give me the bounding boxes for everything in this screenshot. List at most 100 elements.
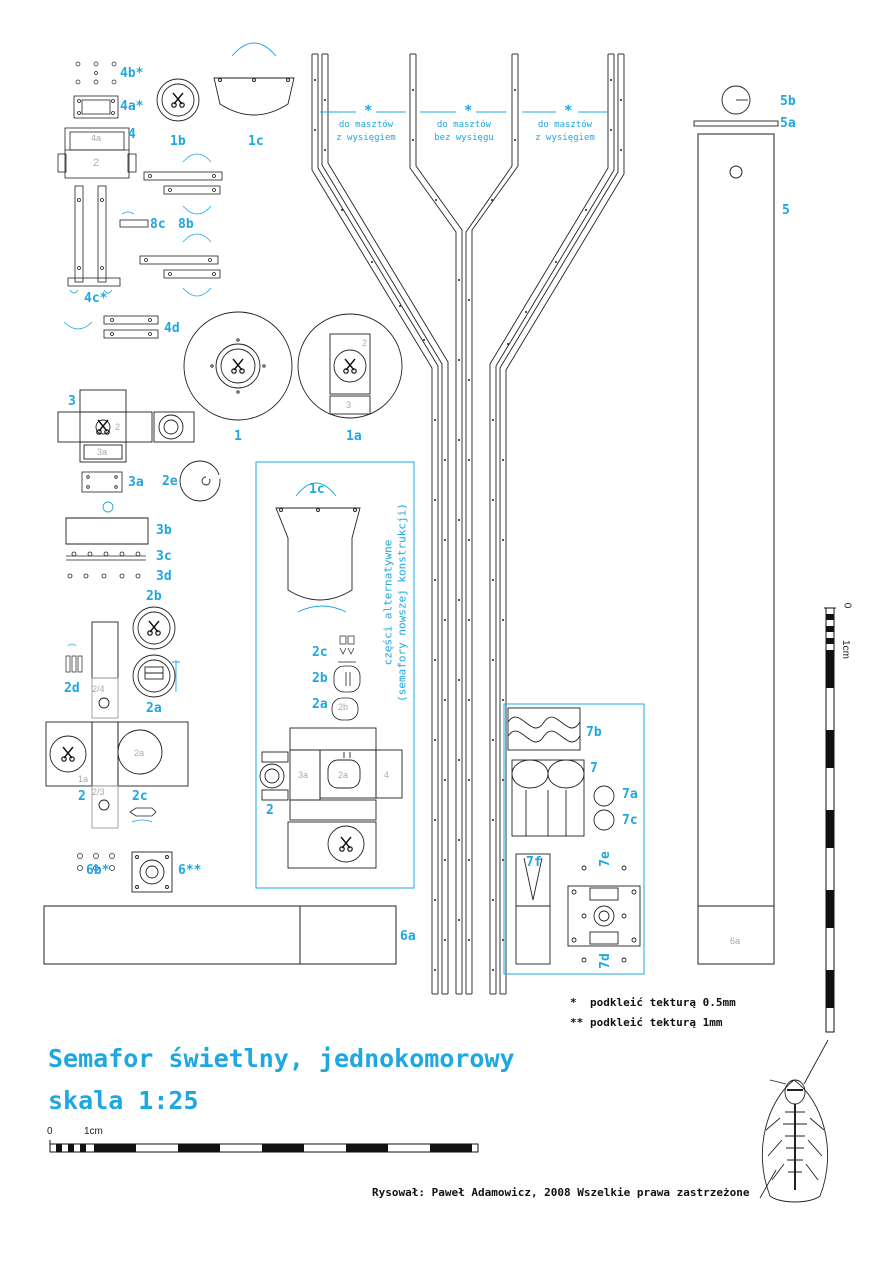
part-8c xyxy=(119,211,149,228)
label-3: 3 xyxy=(68,394,76,409)
mast-note-1-line2: z wysięgiem xyxy=(336,133,396,143)
alt-label-2: 2 xyxy=(266,803,274,818)
inner-1a: 1a xyxy=(78,774,89,784)
alt-parts-note-line2: (semafory nowszej konstrukcji) xyxy=(395,503,409,702)
part-2c xyxy=(129,807,157,823)
label-6a: 6a xyxy=(400,929,416,944)
part-7f xyxy=(515,853,551,965)
label-7f: 7f xyxy=(526,855,542,870)
label-8c: 8c xyxy=(150,217,166,232)
mast-rivets xyxy=(314,79,622,971)
mast-strips xyxy=(311,53,625,995)
part-8b-upper xyxy=(143,153,223,215)
part-7d-7e xyxy=(567,865,641,963)
mast-note-3-star: * xyxy=(564,103,573,119)
label-7e: 7e xyxy=(597,851,613,867)
label-3c: 3c xyxy=(156,549,172,564)
inner-2a: 2a xyxy=(134,748,145,758)
vertical-scale-ruler xyxy=(824,607,836,1033)
inner-1a-3: 3 xyxy=(346,400,352,410)
part-8b-lower xyxy=(139,233,221,297)
label-1a: 1a xyxy=(346,429,362,444)
inner-2-4: 2/4 xyxy=(92,684,105,694)
page-title-line2: skala 1:25 xyxy=(48,1086,199,1115)
part-2-net xyxy=(45,621,189,829)
alt-part-2a xyxy=(331,697,359,721)
label-2e: 2e xyxy=(162,474,178,489)
inner-2-3: 2/3 xyxy=(92,787,105,797)
alt-part-2b xyxy=(333,661,361,693)
label-5: 5 xyxy=(782,203,790,218)
label-8b: 8b xyxy=(178,217,194,232)
alt-part-2-net xyxy=(259,727,403,869)
part-3b xyxy=(65,501,149,545)
part-3-net xyxy=(57,389,195,463)
mast-note-1-line1: do masztów xyxy=(338,120,394,130)
insect-figure-logo xyxy=(759,1039,829,1203)
label-4b: 4b* xyxy=(120,66,144,81)
label-3a: 3a xyxy=(128,475,144,490)
alt-label-1c: 1c xyxy=(309,482,325,497)
label-4a: 4a* xyxy=(120,99,144,114)
part-1a-disc xyxy=(297,313,403,419)
inner-alt-4: 4 xyxy=(384,770,390,780)
footnote-1-marker: * xyxy=(570,996,577,1009)
mast-note-2-line1: do masztów xyxy=(436,120,492,130)
part-1b xyxy=(156,78,200,122)
part-4b xyxy=(75,61,117,85)
part-7b xyxy=(507,707,581,751)
alt-part-1c xyxy=(275,482,361,613)
part-5a xyxy=(693,120,779,127)
part-3a xyxy=(81,471,123,493)
mast-note-1-star: * xyxy=(364,103,373,119)
inner-4a: 4a xyxy=(91,133,102,143)
part-1-disc xyxy=(183,311,293,421)
part-5-mast xyxy=(697,133,775,965)
alt-label-2c: 2c xyxy=(312,645,328,660)
alt-part-2c xyxy=(339,635,355,655)
alt-parts-box xyxy=(255,461,415,889)
label-3b: 3b xyxy=(156,523,172,538)
page-title-line1: Semafor świetlny, jednokomorowy xyxy=(48,1044,515,1073)
alt-label-2a: 2a xyxy=(312,697,328,712)
part-7 xyxy=(511,759,585,837)
label-5b: 5b xyxy=(780,94,796,109)
inner-3a: 3a xyxy=(97,447,108,457)
label-2c: 2c xyxy=(132,789,148,804)
label-7d: 7d xyxy=(597,953,613,969)
label-2a: 2a xyxy=(146,701,162,716)
inner-6a-mast: 6a xyxy=(730,936,741,946)
mast-note-3-line2: z wysięgiem xyxy=(535,133,595,143)
horizontal-scale-zero: 0 xyxy=(47,1126,53,1137)
label-7b: 7b xyxy=(586,725,602,740)
part-4d xyxy=(63,315,159,339)
part-4 xyxy=(57,127,137,179)
label-7c: 7c xyxy=(622,813,638,828)
label-6b: 6b* xyxy=(86,863,110,878)
horizontal-scale-1cm: 1cm xyxy=(84,1126,103,1137)
alt-parts-note-line1: części alternatywne xyxy=(381,539,395,666)
label-4d: 4d xyxy=(164,321,180,336)
inner-3-2: 2 xyxy=(115,422,121,432)
part-7-box xyxy=(503,703,645,975)
inner-2: 2 xyxy=(93,157,100,169)
mast-note-2-line2: bez wysięgu xyxy=(434,133,494,143)
part-2b-disc xyxy=(132,606,176,650)
part-3c xyxy=(66,551,146,561)
part-3d xyxy=(67,573,141,579)
footnote-2-text: podkleić tekturą 1mm xyxy=(590,1016,723,1029)
label-1b: 1b xyxy=(170,134,186,149)
label-2b: 2b xyxy=(146,589,162,604)
horizontal-scale-ruler xyxy=(49,1140,479,1153)
vertical-scale-1cm: 1cm xyxy=(839,640,851,659)
credit-line: Rysował: Paweł Adamowicz, 2008 Wszelkie … xyxy=(372,1186,750,1199)
label-7a: 7a xyxy=(622,787,638,802)
part-2d xyxy=(65,643,83,673)
mast-note-3-line1: do masztów xyxy=(537,120,593,130)
inner-alt-2b: 2b xyxy=(338,702,349,712)
part-6 xyxy=(131,851,173,893)
part-2a-disc xyxy=(132,654,180,698)
label-5a: 5a xyxy=(780,116,796,131)
label-1: 1 xyxy=(234,429,242,444)
